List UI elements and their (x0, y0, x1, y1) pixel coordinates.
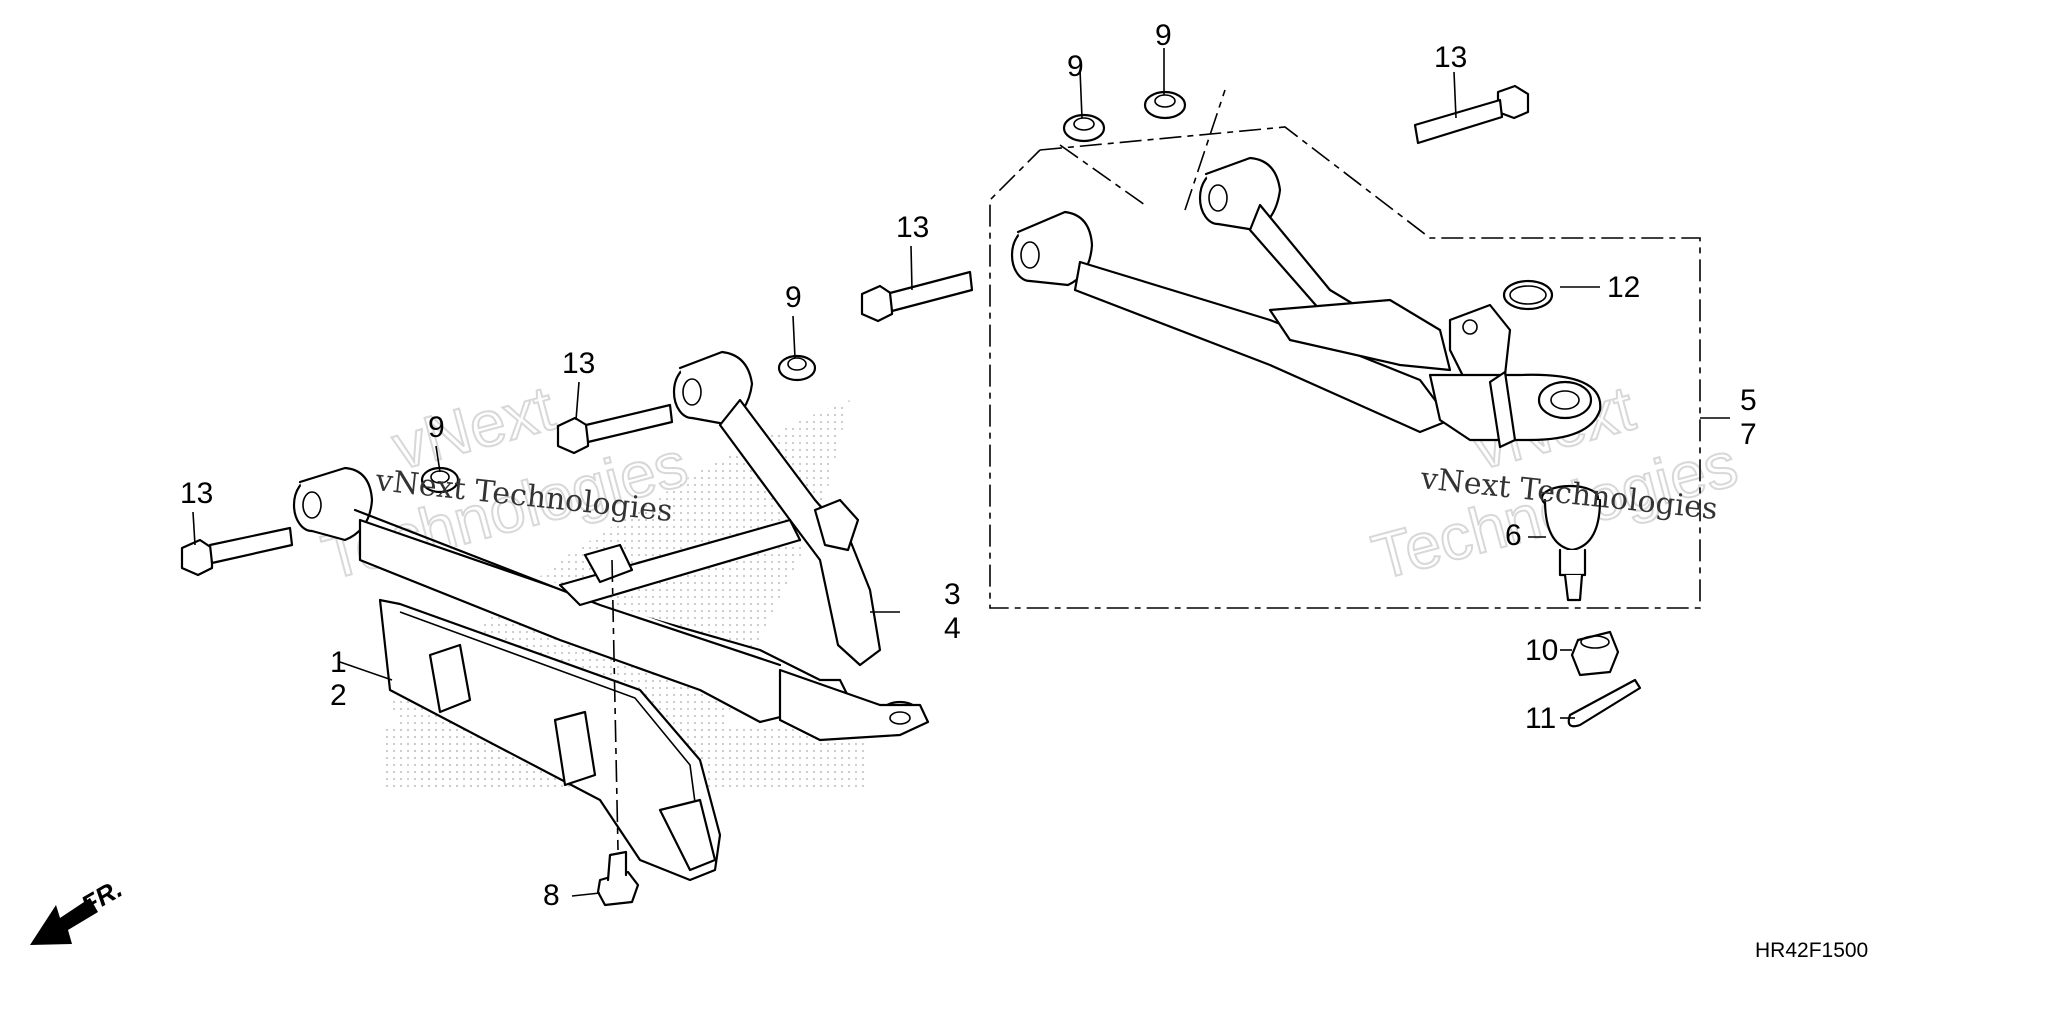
nut-9-b (777, 354, 817, 382)
arrow-down-left-icon (30, 898, 98, 945)
bolt-13-right (1413, 84, 1530, 145)
callout-4: 4 (944, 612, 961, 645)
callout-6: 6 (1505, 519, 1522, 552)
callout-labels: 1 2 3 4 5 6 7 8 9 9 9 9 10 11 12 13 13 1… (180, 19, 1757, 912)
ball-joint (1540, 484, 1602, 602)
callout-5: 5 (1740, 384, 1757, 417)
lower-arm (292, 350, 930, 742)
callout-9-b: 9 (785, 281, 802, 314)
nut-9-c (1062, 113, 1106, 143)
nut-9-d (1143, 90, 1187, 120)
bolt-13-left (180, 526, 294, 577)
bolt-13-upper (860, 270, 974, 323)
callout-10: 10 (1525, 634, 1558, 667)
callout-13-b: 13 (562, 347, 595, 380)
screw-8 (596, 850, 640, 907)
callout-13-d: 13 (1434, 41, 1467, 74)
upper-arm (1010, 156, 1602, 449)
callout-8: 8 (543, 879, 560, 912)
callout-2: 2 (330, 679, 347, 712)
direction-indicator: FR. (30, 873, 127, 945)
castle-nut (1570, 630, 1620, 677)
cotter-pin (1567, 678, 1642, 728)
callout-13-c: 13 (896, 211, 929, 244)
phantom-lines (611, 89, 1226, 851)
callout-3: 3 (944, 578, 961, 611)
callout-7: 7 (1740, 418, 1757, 451)
upper-arm-assembly-box (989, 126, 1701, 609)
diagram-code: HR42F1500 (1755, 939, 1868, 962)
callout-9-a: 9 (428, 411, 445, 444)
callout-13-a: 13 (180, 477, 213, 510)
snap-ring (1502, 279, 1554, 311)
callout-1: 1 (330, 646, 347, 679)
callout-12: 12 (1607, 271, 1640, 304)
arm-guard (378, 598, 722, 882)
callout-9-c: 9 (1067, 50, 1084, 83)
callout-9-d: 9 (1155, 19, 1172, 52)
leader-lines (192, 48, 1730, 897)
callout-11: 11 (1525, 702, 1556, 735)
bolt-13-mid (556, 403, 674, 455)
